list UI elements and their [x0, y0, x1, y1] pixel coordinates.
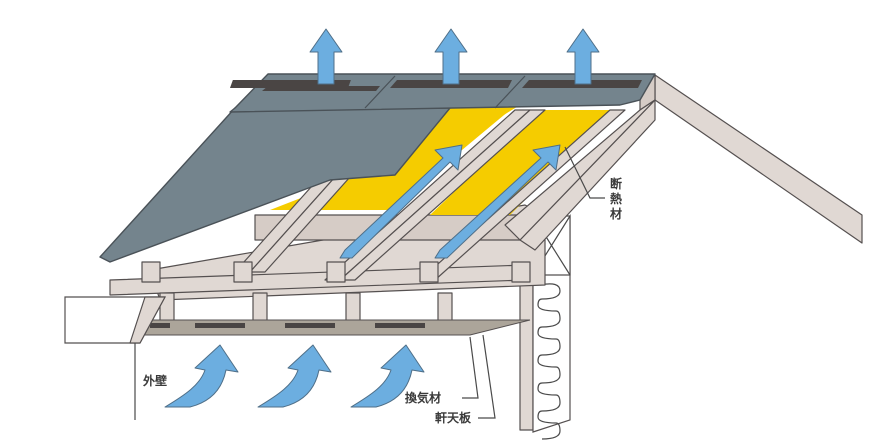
- fascia-board: [64, 296, 167, 344]
- attic-arrow-1: [339, 144, 463, 259]
- label-insulation-char-2: 熱: [610, 191, 622, 206]
- insulation-leader: [564, 146, 605, 199]
- attic-airflow: [339, 144, 561, 259]
- soffit-vent: [139, 319, 531, 336]
- attic-arrow-2: [434, 144, 561, 259]
- label-soffit: 軒天板: [435, 410, 472, 425]
- intake-airflow: [164, 344, 425, 408]
- right-roof-slope: [639, 74, 863, 244]
- ridge-slot-1-shape: [262, 86, 380, 91]
- intake-arrow-3: [350, 344, 425, 408]
- intake-arrow-2: [257, 344, 332, 408]
- exhaust-airflow: [309, 28, 600, 85]
- labels: 断 熱 材 外壁 換気材 軒天板: [143, 176, 622, 425]
- label-insulation-char-1: 断: [610, 176, 622, 191]
- ventilation-leader: [462, 336, 479, 399]
- soffit-leader: [478, 334, 496, 419]
- leader-lines: [462, 146, 605, 419]
- label-exterior-wall: 外壁: [143, 373, 167, 388]
- exhaust-arrow-3: [566, 28, 600, 85]
- rafters: [234, 99, 656, 281]
- label-ventilation-material: 換気材: [405, 390, 441, 405]
- label-insulation-char-3: 材: [609, 206, 622, 221]
- exhaust-arrow-1: [309, 28, 343, 85]
- intake-arrow-1: [164, 344, 239, 408]
- exhaust-arrow-2: [434, 28, 468, 85]
